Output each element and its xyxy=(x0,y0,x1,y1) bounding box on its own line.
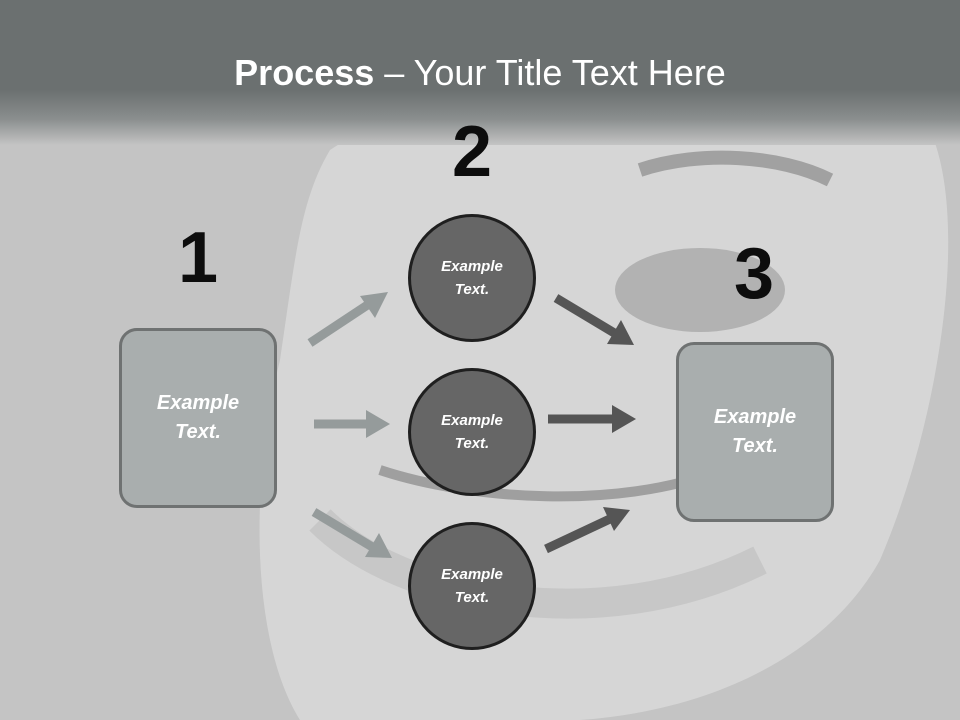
arrow-left-to-bottom-icon xyxy=(311,508,392,558)
title-bar xyxy=(0,0,960,145)
title-bold: Process xyxy=(234,52,375,93)
arrow-bottom-to-right-icon xyxy=(544,507,630,554)
right-box: Example Text. xyxy=(676,342,834,522)
page-title: Process – Your Title Text Here xyxy=(0,52,960,94)
arrow-left-to-top-icon xyxy=(307,292,388,347)
step-number-1: 1 xyxy=(177,218,219,298)
arrow-middle-to-right-icon xyxy=(548,405,636,433)
right-box-label: Example Text. xyxy=(713,406,797,457)
circle-top: Example Text. xyxy=(408,214,536,342)
circle-middle: Example Text. xyxy=(408,368,536,496)
arrow-left-to-middle-icon xyxy=(314,410,390,438)
circle-bottom: Example Text. xyxy=(408,522,536,650)
arrow-top-to-right-icon xyxy=(553,294,634,345)
left-box: Example Text. xyxy=(119,328,277,508)
step-number-3: 3 xyxy=(733,234,775,314)
circle-middle-label: Example Text. xyxy=(441,412,503,452)
circle-bottom-label: Example Text. xyxy=(441,566,503,606)
circle-top-label: Example Text. xyxy=(441,258,503,298)
title-rest: – Your Title Text Here xyxy=(374,52,726,93)
step-number-2: 2 xyxy=(451,112,493,192)
left-box-label: Example Text. xyxy=(156,392,240,443)
